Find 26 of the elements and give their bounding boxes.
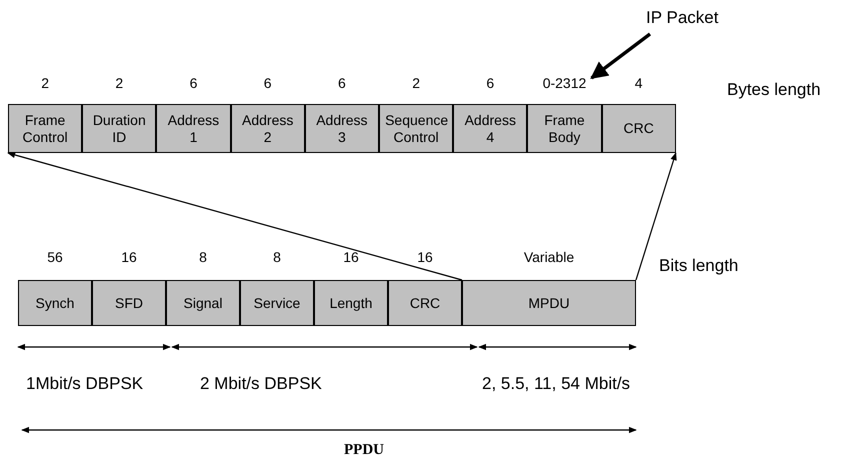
length-value: 0-2312 — [542, 75, 588, 91]
length-value: 56 — [46, 249, 64, 265]
rate-label: 2 Mbit/s DBPSK — [200, 374, 322, 394]
arrow — [590, 32, 652, 80]
span-label: PPDU — [344, 442, 384, 459]
length-value: 8 — [272, 249, 282, 265]
rate-label: 1Mbit/s DBPSK — [26, 374, 144, 394]
length-value: 6 — [336, 75, 347, 91]
length-value: 2 — [40, 75, 50, 91]
length-value: 16 — [416, 249, 434, 265]
length-value: 16 — [120, 249, 138, 265]
length-value: 6 — [188, 75, 198, 91]
expansion-line — [7, 152, 462, 281]
length-value: 8 — [198, 249, 208, 265]
length-value: 6 — [262, 75, 273, 91]
callout-label: IP Packet — [646, 8, 730, 30]
rate-label: 2, 5.5, 11, 54 Mbit/s — [482, 374, 630, 394]
axis-caption: Bytes length — [727, 80, 821, 100]
length-value: 16 — [342, 249, 360, 265]
axis-caption: Bits length — [659, 256, 738, 276]
expansion-line — [635, 152, 677, 280]
length-value: 6 — [485, 75, 496, 91]
length-value: 2 — [114, 75, 124, 91]
length-value: 4 — [634, 75, 644, 91]
length-value: Variable — [522, 249, 576, 265]
length-value: 2 — [411, 75, 421, 91]
